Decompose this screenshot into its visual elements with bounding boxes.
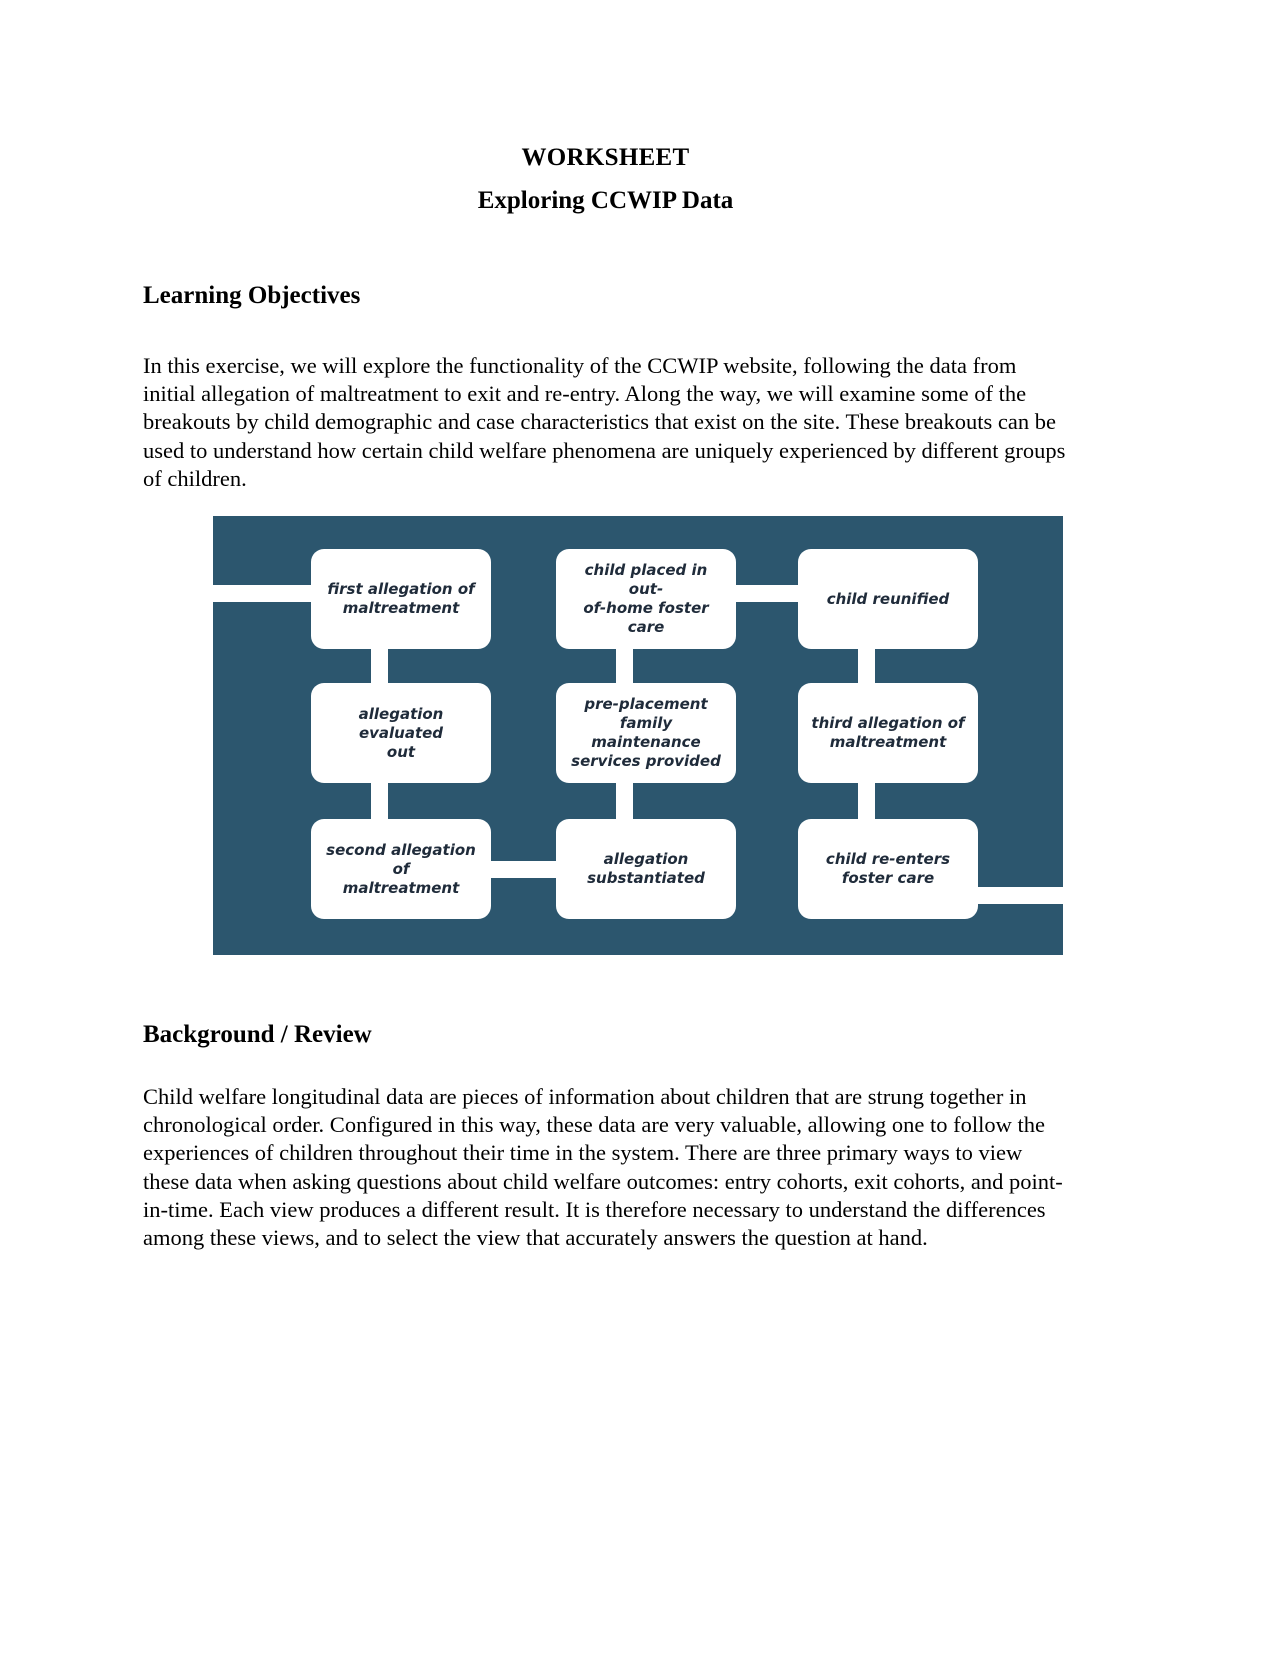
diagram-box-third-allegation: third allegation of maltreatment (798, 683, 978, 783)
paragraph-learning-objectives: In this exercise, we will explore the fu… (143, 353, 1066, 491)
box-line: first allegation of (327, 580, 475, 598)
box-line: out (386, 742, 416, 761)
connector-row1-col2-col3 (736, 585, 798, 602)
box-line: family maintenance (591, 714, 701, 751)
box-line: third allegation of (811, 714, 965, 732)
diagram-box-child-reenters-foster-care: child re-enters foster care (798, 819, 978, 919)
connector-col1-row2-row3 (371, 783, 388, 819)
box-line: child re-enters (825, 850, 951, 868)
box-line: of-home foster care (583, 599, 709, 636)
box-line: second allegation of (326, 840, 476, 878)
connector-col3-row1-row2 (858, 649, 875, 683)
diagram-box-child-reunified: child reunified (798, 549, 978, 649)
box-line: maltreatment (829, 733, 947, 751)
box-line: child placed in out- (584, 561, 708, 598)
diagram-box-allegation-substantiated: allegation substantiated (556, 819, 736, 919)
box-line: services provided (571, 752, 721, 770)
box-line: allegation (603, 850, 689, 868)
document-subtitle: Exploring CCWIP Data (477, 187, 734, 214)
heading-learning-objectives: Learning Objectives (143, 282, 361, 309)
child-welfare-pathway-diagram: first allegation of maltreatment child p… (213, 516, 1063, 955)
connector-col2-row2-row1 (616, 649, 633, 683)
box-line: maltreatment (342, 599, 460, 617)
diagram-box-child-placed: child placed in out- of-home foster care (556, 549, 736, 649)
diagram-box-first-allegation: first allegation of maltreatment (311, 549, 491, 649)
paragraph-background-review: Child welfare longitudinal data are piec… (143, 1084, 1063, 1251)
box-line: pre-placement (584, 695, 708, 713)
connector-exit-right (978, 887, 1063, 904)
connector-col1-row1-row2 (371, 649, 388, 683)
document-title: WORKSHEET (521, 144, 690, 171)
document-title-block: WORKSHEET Exploring CCWIP Data (143, 145, 1068, 213)
connector-entry-left (213, 585, 311, 602)
diagram-box-second-allegation: second allegation of maltreatment (311, 819, 491, 919)
diagram-box-allegation-evaluated-out: allegation evaluated out (311, 683, 491, 783)
connector-col2-row3-row2 (616, 783, 633, 819)
box-line: child reunified (826, 589, 950, 608)
box-line: allegation evaluated (358, 704, 444, 742)
diagram-box-pre-placement-services: pre-placement family maintenance service… (556, 683, 736, 783)
box-line: foster care (841, 869, 935, 887)
connector-col3-row2-row3 (858, 783, 875, 819)
box-line: substantiated (587, 869, 705, 887)
connector-row3-col1-col2 (491, 861, 556, 878)
heading-background-review: Background / Review (143, 1021, 372, 1048)
box-line: maltreatment (342, 878, 460, 897)
